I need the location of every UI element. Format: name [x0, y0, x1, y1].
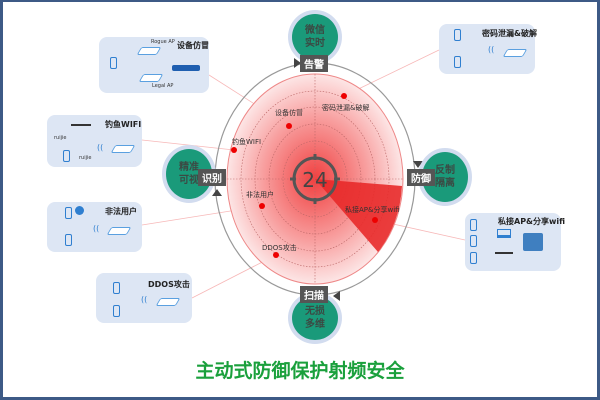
controller-icon	[172, 65, 200, 71]
scenario-ddos: DDOS攻击 ((	[96, 273, 192, 323]
center-clock-icon	[290, 154, 340, 204]
ap-icon	[106, 227, 132, 235]
legal-ap-icon	[138, 74, 164, 82]
phone-icon	[470, 252, 477, 264]
threat-label: 私接AP&分享wifi	[345, 205, 400, 214]
ap-icon	[155, 298, 181, 306]
rogue-ap-label: Rogue AP	[151, 39, 175, 45]
rogue-ap-icon	[136, 47, 162, 55]
scenario-password-leak: 密码泄漏&破解 ((	[439, 24, 537, 74]
box-title: 钓鱼WIFI	[105, 120, 142, 129]
box-title: 私接AP&分享wifi	[498, 217, 566, 226]
box-title: DDOS攻击	[148, 280, 190, 289]
node-right-label: 防御	[407, 169, 435, 186]
router-icon	[71, 122, 91, 126]
phone-icon	[65, 207, 72, 219]
ap-icon	[502, 49, 528, 57]
wifi-signal-icon: ((	[97, 143, 104, 152]
phone-icon	[110, 57, 117, 69]
threat-label: 密码泄漏&破解	[322, 103, 369, 112]
phone-icon	[470, 219, 477, 231]
ap-icon	[110, 145, 136, 153]
phone-icon	[454, 29, 461, 41]
skull-icon	[75, 206, 84, 215]
node-left-label: 识别	[198, 169, 226, 186]
phone-icon	[113, 282, 120, 294]
switch-icon	[523, 233, 543, 251]
radar-sweep	[315, 179, 402, 252]
node-top-circle: 微信实时	[292, 14, 338, 60]
node-bottom-circle: 无损多维	[292, 296, 338, 340]
phone-icon	[113, 305, 120, 317]
ssid-label: ruijie	[54, 135, 67, 141]
box-title: 密码泄漏&破解	[482, 29, 537, 38]
threat-label: DDOS攻击	[262, 243, 297, 252]
box-title: 非法用户	[105, 207, 137, 216]
scenario-phishing-wifi: 钓鱼WIFI ruijie ruijie ((	[47, 115, 142, 167]
phone-icon	[454, 56, 461, 68]
scenario-illegal-user: 非法用户 ((	[47, 202, 142, 252]
box-title: 设备仿冒	[177, 41, 209, 50]
router-icon	[495, 250, 513, 254]
legal-ap-label: Legal AP	[152, 83, 174, 89]
phone-icon	[65, 234, 72, 246]
threat-label: 钓鱼WIFI	[232, 137, 261, 146]
node-bottom-label: 扫描	[300, 286, 328, 303]
wifi-signal-icon: ((	[93, 224, 100, 233]
laptop-icon	[497, 229, 511, 238]
wifi-signal-icon: ((	[141, 295, 148, 304]
phone-icon	[470, 235, 477, 247]
ssid-label: ruijie	[79, 155, 92, 161]
page-title: 主动式防御保护射频安全	[195, 360, 405, 382]
scenario-device-spoof: 设备仿冒 Rogue AP Legal AP	[99, 37, 209, 93]
node-top-label: 告警	[300, 55, 328, 72]
center-value: 24	[302, 168, 327, 192]
threat-label: 非法用户	[246, 190, 274, 199]
phone-icon	[63, 150, 70, 162]
scenario-private-ap: 私接AP&分享wifi	[465, 213, 565, 271]
threat-label: 设备仿冒	[275, 108, 303, 117]
wifi-signal-icon: ((	[488, 45, 495, 54]
